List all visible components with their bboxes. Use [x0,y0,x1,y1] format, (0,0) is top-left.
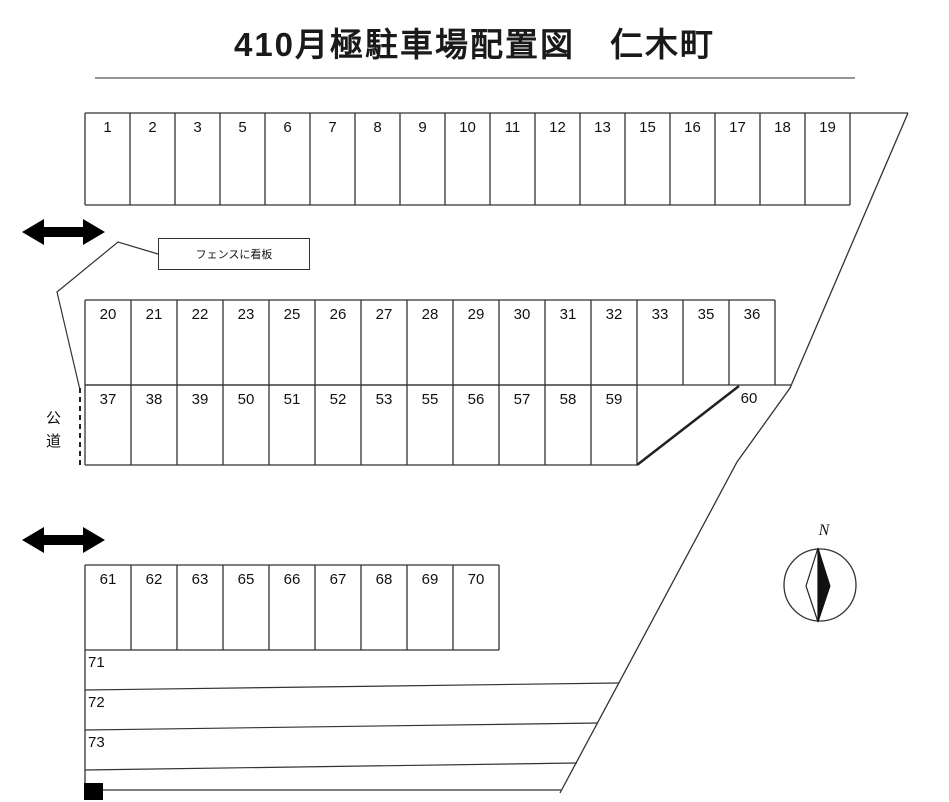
parking-space-number: 21 [145,306,163,323]
page-title: 410月極駐車場配置図 仁木町 [233,26,716,63]
boundary-marker [84,783,103,800]
parking-space-number: 57 [513,391,531,408]
parking-space-number: 6 [283,119,292,136]
parking-space-number: 63 [191,571,209,588]
parking-space-number: 73 [88,734,105,751]
parking-space-number: 55 [421,391,439,408]
parking-space-number: 50 [237,391,255,408]
parking-space-number: 29 [467,306,485,323]
parking-space-number: 36 [743,306,761,323]
parking-space-number: 15 [639,119,656,136]
parking-space-number: 59 [605,391,623,408]
parking-space-number: 62 [145,571,163,588]
parking-space-number: 37 [99,391,117,408]
parking-space-number: 61 [99,571,117,588]
parking-space-number: 39 [191,391,209,408]
strip-71-bottom-line [84,682,620,691]
parking-space-number: 52 [329,391,347,408]
parking-space-number: 17 [729,119,746,136]
parking-space-number: 23 [237,306,255,323]
parking-space-number: 16 [684,119,701,136]
public-road-label: 公道 [44,410,61,456]
parking-space-number: 67 [329,571,347,588]
space60-diagonal-line [636,385,740,466]
parking-space-number: 69 [421,571,439,588]
strip-72-bottom-line [84,722,599,731]
parking-space-number: 30 [513,306,531,323]
parking-space-number: 7 [328,119,337,136]
parking-space-number: 1 [103,119,112,136]
parking-space-number: 28 [421,306,439,323]
parking-space-number: 65 [237,571,255,588]
parking-space-number: 33 [651,306,669,323]
parking-space-number: 25 [283,306,301,323]
parking-space-number: 31 [559,306,577,323]
parking-space-number: 35 [697,306,715,323]
parking-space-number: 26 [329,306,347,323]
road-double-arrow-icon-bottom [22,527,105,553]
parking-space-number: 27 [375,306,393,323]
compass-needle-icon [817,547,831,623]
parking-space-number: 19 [819,119,836,136]
property-boundary-line [559,112,909,794]
parking-space-number: 72 [88,694,105,711]
parking-space-number: 60 [740,390,758,407]
parking-space-number: 70 [467,571,485,588]
parking-space-number: 66 [283,571,301,588]
parking-space-number: 10 [459,119,476,136]
parking-space-number: 51 [283,391,301,408]
parking-space-number: 8 [373,119,382,136]
compass-north-label: N [818,522,830,539]
fence-sign-pointer-line [56,241,159,391]
parking-space-number: 3 [193,119,202,136]
parking-space-number: 32 [605,306,623,323]
parking-space-number: 22 [191,306,209,323]
parking-space-number: 9 [418,119,427,136]
parking-space-number: 18 [774,119,791,136]
parking-space-number: 13 [594,119,611,136]
parking-space-number: 58 [559,391,577,408]
parking-space-number: 71 [88,654,105,671]
strip-73-bottom-line [84,762,578,771]
parking-space-number: 2 [148,119,157,136]
parking-space-number: 5 [238,119,247,136]
parking-space-number: 20 [99,306,117,323]
parking-space-number: 38 [145,391,163,408]
parking-space-number: 12 [549,119,566,136]
parking-space-number: 56 [467,391,485,408]
fence-sign-label: フェンスに看板 [158,238,310,270]
parking-space-number: 68 [375,571,393,588]
parking-space-number: 53 [375,391,393,408]
road-double-arrow-icon-top [22,219,105,245]
parking-space-number: 11 [504,119,521,136]
